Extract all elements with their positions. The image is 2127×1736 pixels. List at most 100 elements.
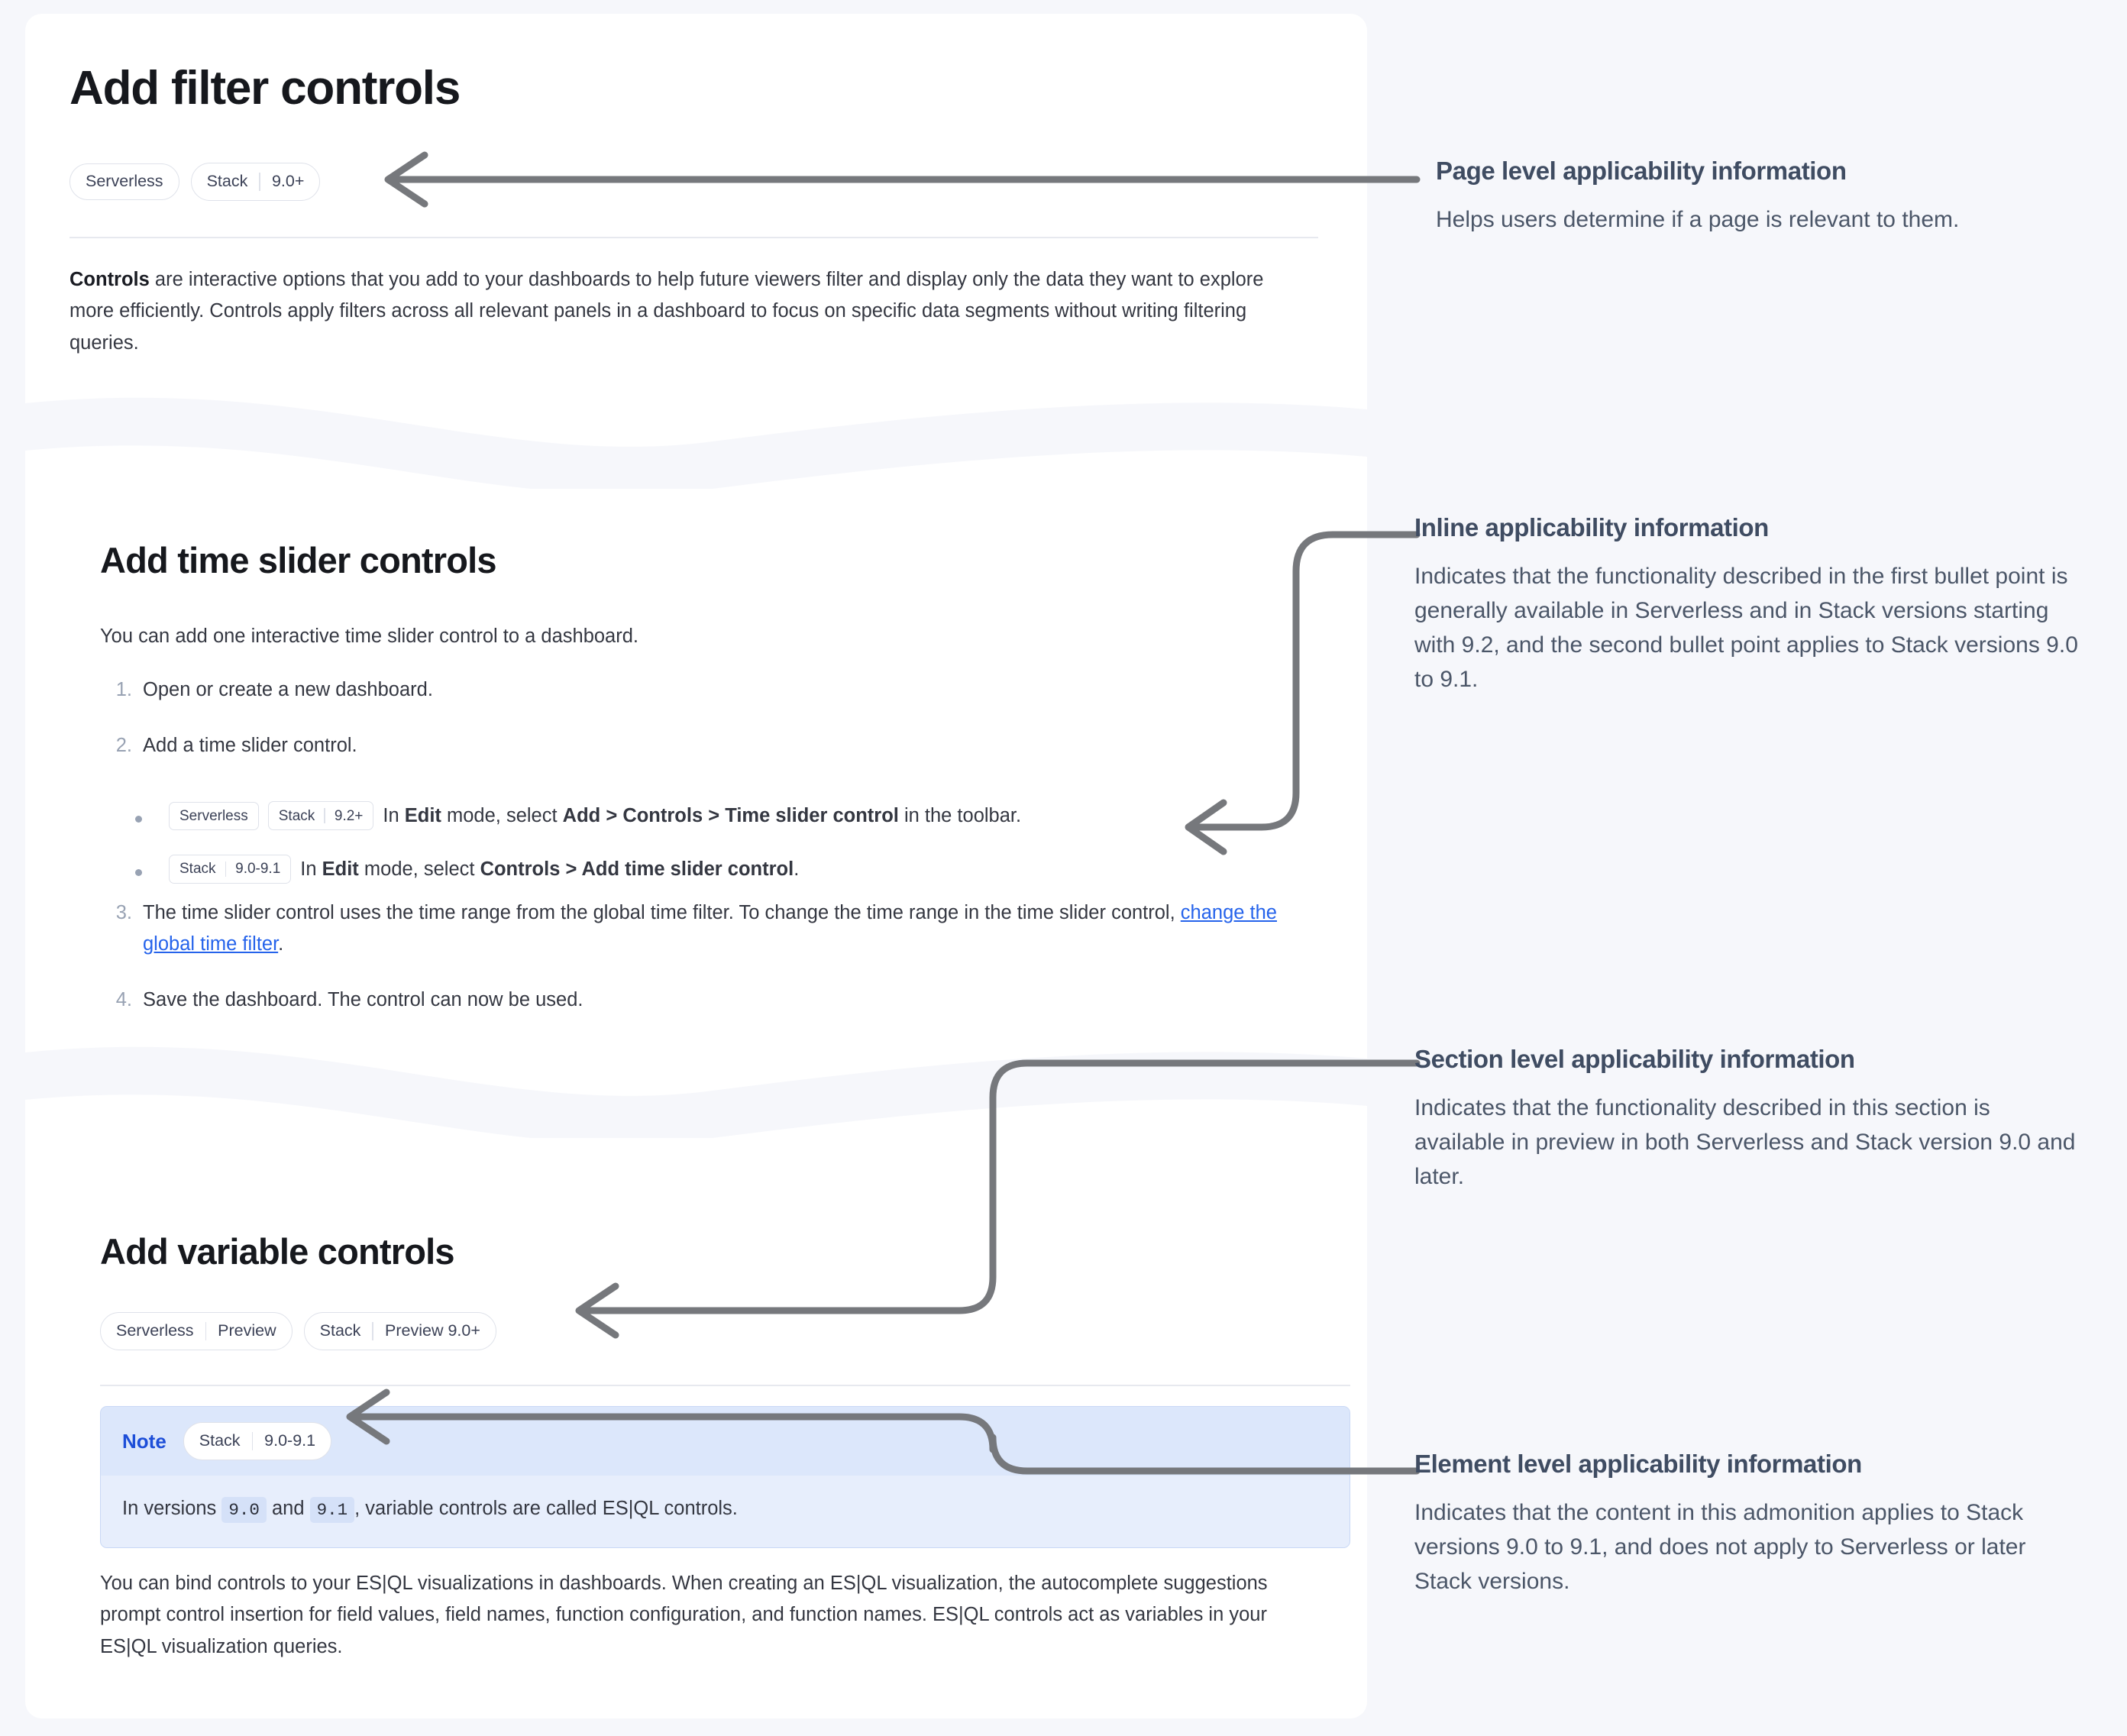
bullet-sep-2: > bbox=[703, 805, 726, 826]
badge-part-label: Serverless bbox=[116, 1321, 194, 1340]
step-text: The time slider control uses the time ra… bbox=[143, 897, 1307, 960]
bullet-dot-icon bbox=[135, 816, 142, 823]
bullet-dot-icon bbox=[135, 868, 142, 876]
annotation-description: Indicates that the content in this admon… bbox=[1414, 1499, 2026, 1594]
bullet-text-mid: mode, select bbox=[441, 805, 563, 826]
badge-part-lifecycle-version: Preview 9.0+ bbox=[385, 1321, 480, 1340]
annotation-description: Helps users determine if a page is relev… bbox=[1436, 206, 1960, 232]
bullet-content: Stack 9.0-9.1 In Edit mode, select Control… bbox=[169, 854, 1322, 885]
documentation-card: Add filter controls Serverless Stack 9.0… bbox=[25, 14, 1367, 1718]
badge-serverless-preview[interactable]: Serverless Preview bbox=[100, 1312, 293, 1350]
note-header: Note Stack 9.0-9.1 bbox=[101, 1407, 1350, 1476]
note-text-post: , variable controls are called ES|QL con… bbox=[354, 1498, 738, 1519]
section-wave-divider-2 bbox=[25, 1046, 1367, 1138]
badge-part-version: 9.0+ bbox=[271, 172, 305, 191]
badge-divider bbox=[372, 1322, 373, 1340]
badge-divider bbox=[259, 173, 260, 191]
list-item: 2. Add a time slider control. bbox=[100, 730, 1307, 761]
badge-divider bbox=[251, 1432, 254, 1450]
badge-part-version: 9.0-9.1 bbox=[264, 1431, 316, 1450]
step-number: 1. bbox=[115, 679, 132, 700]
annotation-description: Indicates that the functionality describ… bbox=[1414, 1094, 2076, 1189]
section-applicability-badges: Serverless Preview Stack Preview 9.0+ bbox=[100, 1312, 496, 1350]
bullet-bold-2: Add bbox=[562, 805, 601, 826]
annotation-section-level: Section level applicability information … bbox=[1414, 1045, 2087, 1194]
note-text-mid: and bbox=[266, 1498, 310, 1519]
badge-serverless[interactable]: Serverless bbox=[69, 163, 179, 200]
badge-stack-version[interactable]: Stack 9.2+ bbox=[267, 801, 374, 831]
badge-stack-version[interactable]: Stack 9.0+ bbox=[190, 163, 321, 201]
badge-part-label: Stack bbox=[278, 807, 315, 824]
variable-controls-paragraph: You can bind controls to your ES|QL visu… bbox=[100, 1573, 1268, 1657]
bullet-bold-1: Edit bbox=[322, 858, 359, 880]
step-text: Save the dashboard. The control can now … bbox=[143, 988, 583, 1010]
step-number: 4. bbox=[115, 988, 132, 1010]
step-number: 2. bbox=[115, 734, 132, 756]
badge-divider bbox=[205, 1322, 207, 1340]
note-body: In versions 9.0 and 9.1, variable contro… bbox=[101, 1476, 1350, 1547]
step-text: Add a time slider control. bbox=[143, 734, 357, 756]
bullet-bold-1: Edit bbox=[404, 805, 441, 826]
section-heading-variable-controls: Add variable controls bbox=[100, 1231, 455, 1272]
step-text: Open or create a new dashboard. bbox=[143, 679, 433, 700]
badge-part-version: 9.2+ bbox=[334, 807, 364, 824]
bullet-bold-4: Time slider control bbox=[725, 805, 899, 826]
bullet-text-pre: In bbox=[383, 805, 405, 826]
bullet-text-post: in the toolbar. bbox=[898, 805, 1022, 826]
annotation-page-level: Page level applicability information Hel… bbox=[1436, 157, 2077, 237]
list-item: 4. Save the dashboard. The control can n… bbox=[100, 984, 1307, 1016]
badge-part-label: Stack bbox=[179, 861, 216, 878]
badge-part-label: Stack bbox=[319, 1321, 361, 1340]
badge-part-version: 9.0-9.1 bbox=[235, 861, 281, 878]
annotation-title: Element level applicability information bbox=[1414, 1450, 1862, 1478]
badge-stack-version[interactable]: Stack 9.0-9.1 bbox=[183, 1422, 332, 1460]
step-text-body: The time slider control uses the time ra… bbox=[143, 902, 1181, 923]
page-applicability-badges: Serverless Stack 9.0+ bbox=[69, 163, 321, 201]
bullet-bold-2: Controls bbox=[480, 858, 561, 880]
version-code-2: 9.1 bbox=[309, 1497, 355, 1523]
title-divider bbox=[69, 237, 1318, 238]
badge-divider bbox=[324, 808, 325, 824]
time-slider-steps-top: 1. Open or create a new dashboard. 2. Ad… bbox=[100, 674, 1307, 761]
intro-rest: are interactive options that you add to … bbox=[69, 269, 1264, 354]
annotation-title: Page level applicability information bbox=[1436, 157, 1847, 185]
bullet-sep-1: > bbox=[560, 858, 582, 880]
badge-serverless[interactable]: Serverless bbox=[169, 801, 259, 830]
list-item: 1. Open or create a new dashboard. bbox=[100, 674, 1307, 706]
badge-stack-version[interactable]: Stack 9.0-9.1 bbox=[169, 854, 292, 884]
intro-paragraph: Controls are interactive options that yo… bbox=[69, 264, 1299, 359]
bullet-bold-3: Controls bbox=[622, 805, 703, 826]
annotation-title: Inline applicability information bbox=[1414, 513, 1769, 541]
global-time-filter-link[interactable]: change the global time filter bbox=[143, 902, 1277, 955]
page-title: Add filter controls bbox=[69, 62, 461, 115]
badge-stack-preview-version[interactable]: Stack Preview 9.0+ bbox=[303, 1312, 496, 1350]
annotation-inline-level: Inline applicability information Indicat… bbox=[1414, 513, 2079, 697]
badge-part-label: Stack bbox=[199, 1431, 241, 1450]
time-slider-steps-bottom: 3. The time slider control uses the time… bbox=[100, 897, 1307, 1015]
badge-part-lifecycle: Preview bbox=[218, 1321, 276, 1340]
badge-part-label: Stack bbox=[206, 172, 248, 191]
bullet-sep-1: > bbox=[600, 805, 623, 826]
intro-lead-term: Controls bbox=[69, 269, 150, 290]
bullet-text-mid: mode, select bbox=[358, 858, 480, 880]
badge-part-label: Serverless bbox=[86, 172, 163, 191]
section-divider bbox=[100, 1385, 1350, 1386]
section-heading-time-slider: Add time slider controls bbox=[100, 540, 497, 580]
annotation-title: Section level applicability information bbox=[1414, 1045, 1855, 1073]
list-item: 3. The time slider control uses the time… bbox=[100, 897, 1307, 960]
bullet-text-post: . bbox=[794, 858, 800, 880]
bullet-text-pre: In bbox=[300, 858, 322, 880]
version-code-1: 9.0 bbox=[221, 1497, 267, 1523]
list-item: Stack 9.0-9.1 In Edit mode, select Control… bbox=[100, 854, 1322, 885]
badge-divider bbox=[225, 861, 227, 877]
annotation-description: Indicates that the functionality describ… bbox=[1414, 563, 2078, 692]
note-title: Note bbox=[122, 1429, 166, 1453]
badge-part-label: Serverless bbox=[179, 807, 248, 824]
note-text-pre: In versions bbox=[122, 1498, 222, 1519]
step-number: 3. bbox=[115, 902, 132, 923]
section-wave-divider-1 bbox=[25, 397, 1367, 489]
